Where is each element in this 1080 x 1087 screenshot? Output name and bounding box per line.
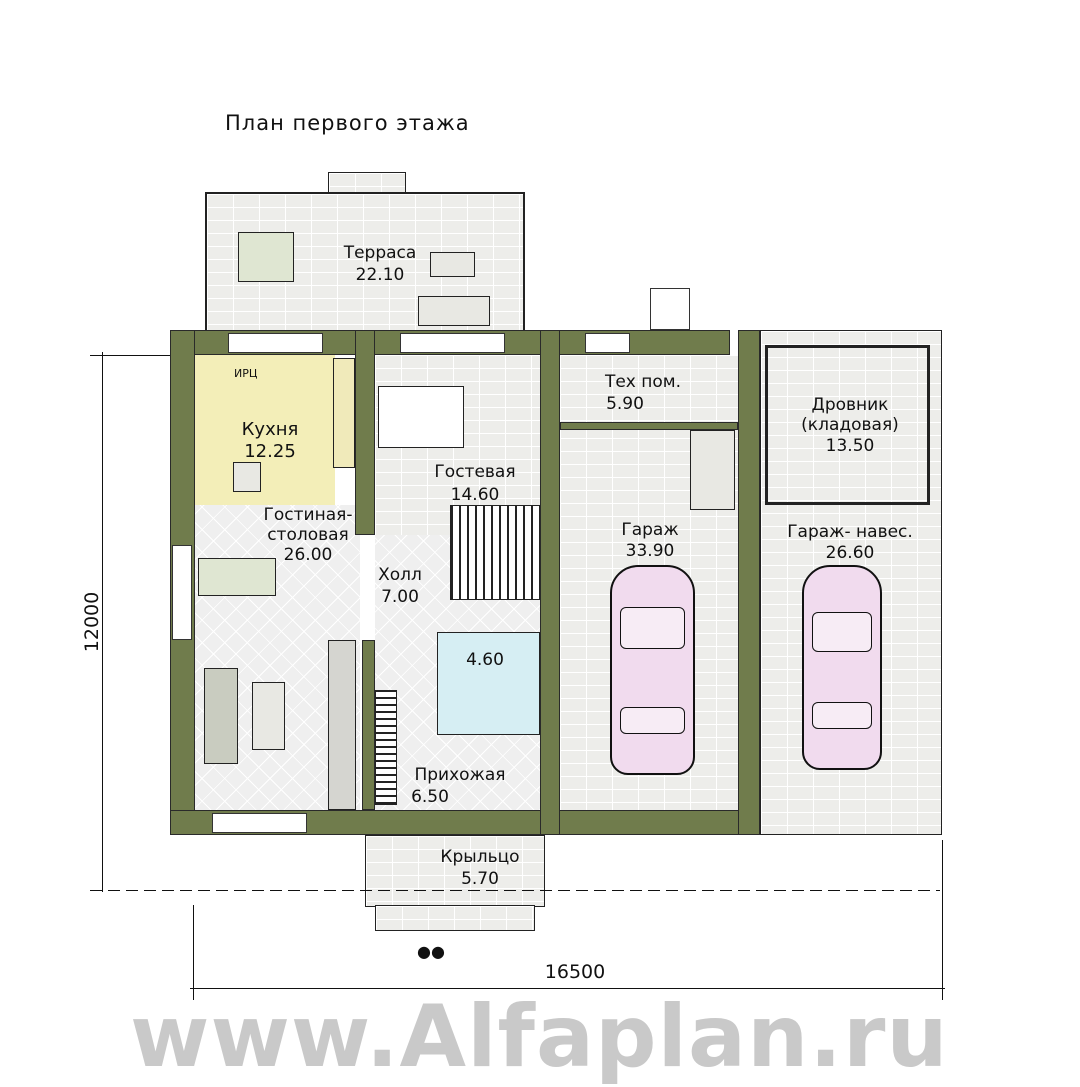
bed xyxy=(378,386,464,448)
porch-name: Крыльцо xyxy=(440,847,520,867)
living-name-1: Гостиная- xyxy=(263,505,353,525)
coffee-table xyxy=(252,682,285,750)
carport-area: 26.60 xyxy=(825,543,875,563)
room-tech xyxy=(560,355,738,425)
wall-garage-carport xyxy=(738,330,760,835)
tech-name: Тех пом. xyxy=(604,372,682,392)
woodshed-name-2: (кладовая) xyxy=(801,415,899,435)
hall-name: Холл xyxy=(378,565,422,585)
dim-ext-top xyxy=(90,355,170,356)
terrace-area: 22.10 xyxy=(355,265,405,285)
dim-ext-right xyxy=(942,840,943,1000)
porch-steps xyxy=(375,905,535,931)
woodshed-box xyxy=(765,345,930,505)
fireplace xyxy=(328,640,356,810)
dim-height: 12000 xyxy=(81,591,103,653)
guest-name: Гостевая xyxy=(434,462,516,482)
living-name-2: столовая xyxy=(267,525,349,545)
kitchen-area: 12.25 xyxy=(244,441,296,462)
window-living-south xyxy=(212,813,307,833)
kitchen-shelves xyxy=(333,358,355,468)
wall-kitchen-guest xyxy=(355,330,375,535)
living-area: 26.00 xyxy=(283,545,333,565)
garage-name: Гараж xyxy=(621,520,679,540)
room-kitchen xyxy=(195,355,335,505)
car-carport xyxy=(802,565,882,770)
porch-area: 5.70 xyxy=(461,869,499,889)
dim-line-horizontal xyxy=(190,988,945,989)
garage-area: 33.90 xyxy=(625,541,675,561)
woodshed-name-1: Дровник xyxy=(811,395,889,415)
wardrobe xyxy=(375,690,397,805)
stairs xyxy=(450,505,540,600)
sofa xyxy=(204,668,238,764)
room-bath xyxy=(437,632,540,735)
bath-area: 4.60 xyxy=(466,650,504,670)
entry-area: 6.50 xyxy=(411,787,449,807)
dining-table-terrace xyxy=(238,232,294,282)
plan-title: План первого этажа xyxy=(225,111,470,135)
window-living-west xyxy=(172,545,192,640)
table-terrace xyxy=(430,252,475,277)
carport-name: Гараж- навес. xyxy=(787,522,913,542)
appliance-label: ИРЦ xyxy=(234,367,258,380)
car-garage xyxy=(610,565,695,775)
kitchen-name: Кухня xyxy=(241,419,299,440)
entry-name: Прихожая xyxy=(414,765,506,785)
terrace-name: Терраса xyxy=(343,243,417,263)
wall-hall-living xyxy=(362,640,375,810)
dining-table xyxy=(198,558,276,596)
terrace-steps xyxy=(328,172,406,194)
dim-width: 16500 xyxy=(544,961,606,983)
room-porch xyxy=(365,835,545,907)
dim-ext-bottom xyxy=(90,890,940,891)
watermark: www.Alfaplan.ru xyxy=(130,987,949,1087)
window-kitchen xyxy=(228,333,323,353)
hall-area: 7.00 xyxy=(381,587,419,607)
footprints-icon: ●● xyxy=(417,942,445,961)
garage-shelves xyxy=(690,430,735,510)
woodshed-area: 13.50 xyxy=(825,436,875,456)
guest-area: 14.60 xyxy=(450,485,500,505)
wall-guest-garage xyxy=(540,330,560,835)
tech-area: 5.90 xyxy=(606,394,644,414)
kitchen-counter-hob xyxy=(233,462,261,492)
window-guest xyxy=(400,333,505,353)
dim-line-vertical xyxy=(102,352,103,892)
wall-tech-garage xyxy=(560,422,738,430)
window-tech xyxy=(585,333,630,353)
door-garage-entry xyxy=(650,288,690,330)
dim-ext-left xyxy=(193,905,194,1000)
sofa-terrace xyxy=(418,296,490,326)
